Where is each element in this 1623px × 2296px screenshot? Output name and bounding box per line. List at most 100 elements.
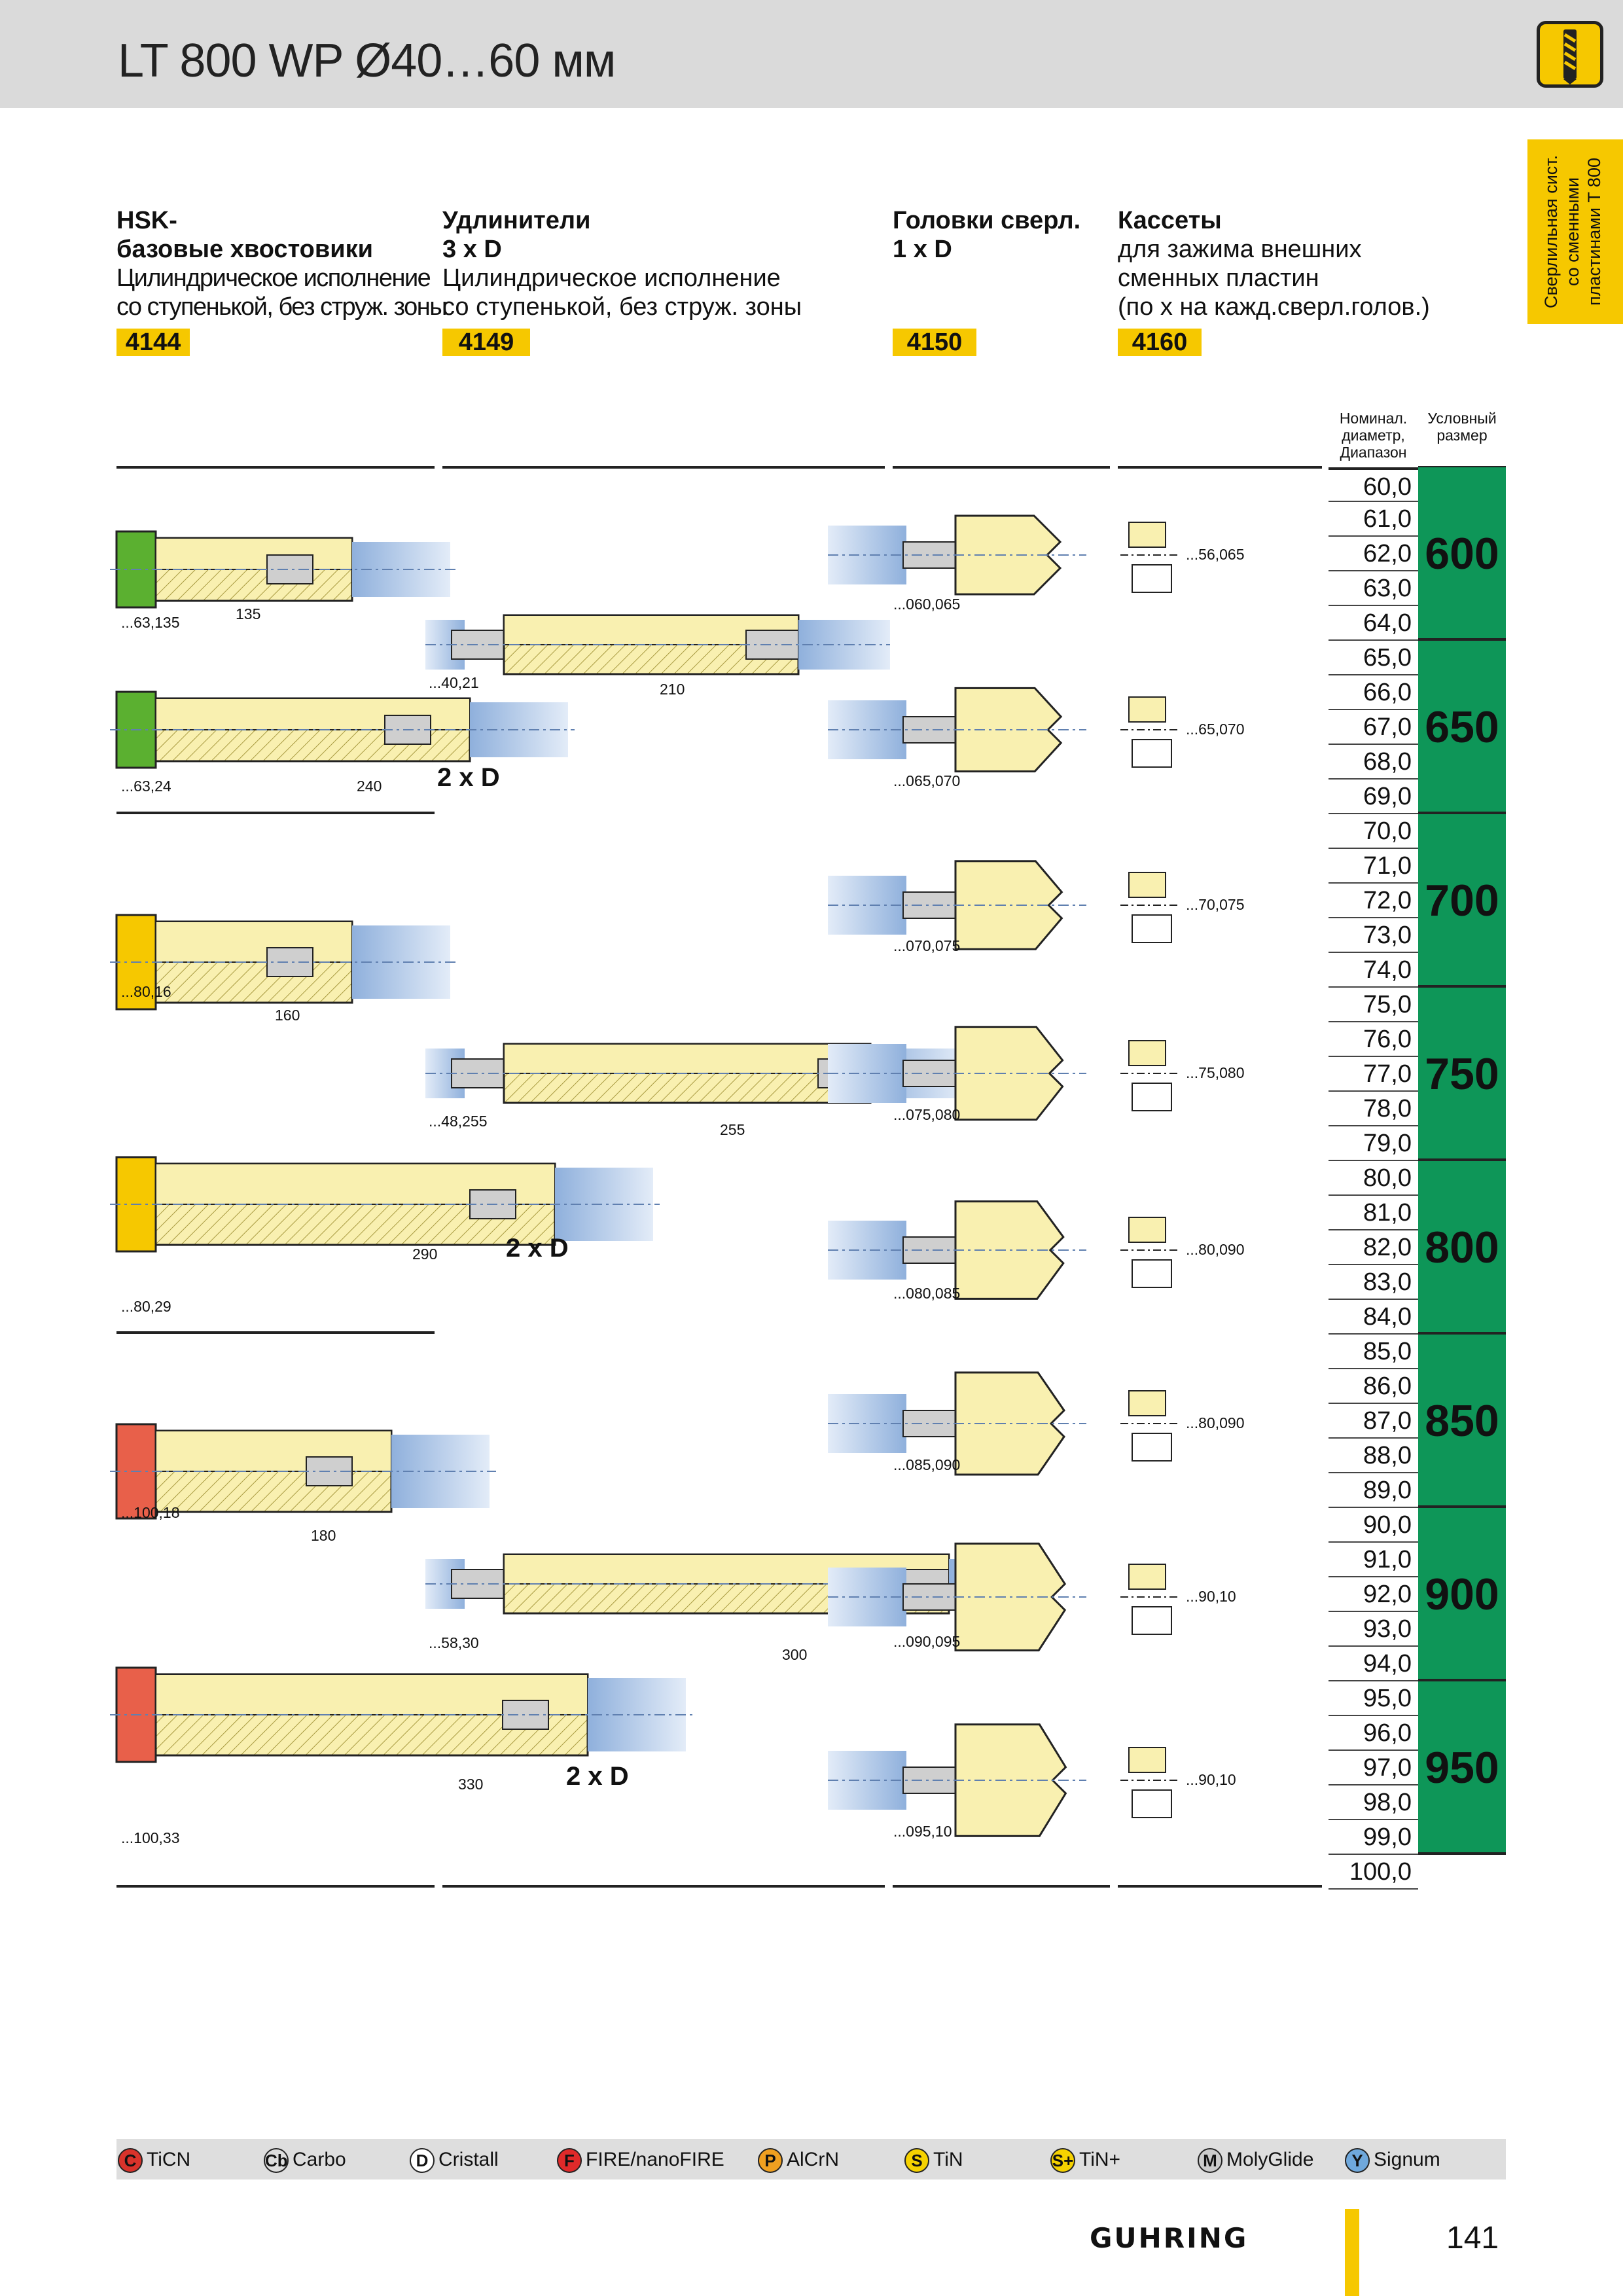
hsk-length-label: 180 xyxy=(311,1527,336,1544)
diameter-cell: 62,0 xyxy=(1329,537,1418,571)
diameter-cell: 82,0 xyxy=(1329,1230,1418,1265)
coating-badge-icon: S xyxy=(904,2148,929,2174)
legend-label: TiCN xyxy=(147,2149,191,2170)
cassette xyxy=(1120,1217,1178,1288)
cassette-code-label: ...56,065 xyxy=(1186,546,1245,563)
hsk-length-label: 330 xyxy=(458,1776,484,1793)
cass-code[interactable]: 4160 xyxy=(1118,329,1202,356)
cassette xyxy=(1120,872,1178,943)
cassette-code-label: ...70,075 xyxy=(1186,896,1245,913)
ext-title-1: Удлинители xyxy=(442,207,591,234)
brand-logo: GUHRING xyxy=(1090,2222,1249,2254)
ext-code[interactable]: 4149 xyxy=(442,329,530,356)
rule-top-ext xyxy=(442,466,885,469)
drill-head xyxy=(828,687,1086,773)
side-tab xyxy=(1527,139,1623,324)
hsk-length-label: 290 xyxy=(412,1246,438,1263)
size-cell: 800 xyxy=(1418,1161,1506,1335)
diameter-cell: 94,0 xyxy=(1329,1647,1418,1681)
footer-accent-bar xyxy=(1345,2209,1359,2296)
legend-item: S+TiN+ xyxy=(1050,2146,1120,2174)
hsk-code-label: ...100,33 xyxy=(121,1829,180,1846)
ext-title-2: 3 x D xyxy=(442,236,502,263)
legend-label: FIRE/nanoFIRE xyxy=(586,2149,724,2170)
hsk-sub-2: со ступенькой, без струж. зоны xyxy=(116,293,448,321)
rule-bottom-cass xyxy=(1118,1885,1322,1888)
drill-head xyxy=(828,1723,1086,1837)
diameter-cell: 91,0 xyxy=(1329,1543,1418,1577)
cass-title-1: Кассеты xyxy=(1118,207,1222,234)
diameter-cell: 71,0 xyxy=(1329,849,1418,884)
diameter-cell: 99,0 xyxy=(1329,1820,1418,1855)
diameter-cell: 67,0 xyxy=(1329,710,1418,745)
legend-label: TiN xyxy=(933,2149,963,2170)
rule-bottom-ext xyxy=(442,1885,885,1888)
extension-tool xyxy=(425,1043,962,1104)
diameter-cell: 63,0 xyxy=(1329,571,1418,606)
head-code-label: ...095,10 xyxy=(893,1823,952,1840)
cass-sub-1: для зажима внешних xyxy=(1118,236,1362,263)
cassette xyxy=(1120,522,1178,593)
diameter-cell: 83,0 xyxy=(1329,1265,1418,1300)
legend-label: Cristall xyxy=(438,2149,499,2170)
diameter-cell: 70,0 xyxy=(1329,814,1418,849)
head-code-label: ...090,095 xyxy=(893,1633,961,1650)
head-code-label: ...070,075 xyxy=(893,937,961,954)
diameter-cell: 65,0 xyxy=(1329,641,1418,675)
diameter-cell: 80,0 xyxy=(1329,1161,1418,1196)
head-code-label: ...065,070 xyxy=(893,772,961,789)
diameter-cell: 77,0 xyxy=(1329,1057,1418,1092)
drill-head xyxy=(828,1026,1086,1121)
hsk-code-label: ...63,135 xyxy=(121,614,180,631)
diameter-cell: 100,0 xyxy=(1329,1855,1418,1890)
head-title-2: 1 x D xyxy=(893,236,952,263)
diameter-cell: 75,0 xyxy=(1329,988,1418,1022)
diameter-cell: 76,0 xyxy=(1329,1022,1418,1057)
diameter-cell: 64,0 xyxy=(1329,606,1418,641)
head-code-label: ...075,080 xyxy=(893,1106,961,1123)
cassette xyxy=(1120,1564,1178,1635)
diameter-cell: 98,0 xyxy=(1329,1785,1418,1820)
side-tab-line-1: Сверлильная сист. xyxy=(1541,155,1561,308)
hsk-length-label: 240 xyxy=(357,778,382,795)
hsk-code[interactable]: 4144 xyxy=(116,329,190,356)
diameter-cell: 72,0 xyxy=(1329,884,1418,918)
hsk-shank xyxy=(110,914,457,1011)
cassette xyxy=(1120,696,1178,768)
coating-badge-icon: P xyxy=(758,2148,783,2174)
ext-sub-2: со ступенькой, без струж. зоны xyxy=(442,293,802,321)
extension-code-label: ...40,21 xyxy=(429,674,479,691)
head-code[interactable]: 4150 xyxy=(893,329,976,356)
diameter-cell: 85,0 xyxy=(1329,1335,1418,1369)
size-cell: 950 xyxy=(1418,1681,1506,1855)
cass-sub-3: (по x на кажд.сверл.голов.) xyxy=(1118,293,1430,321)
head-title-1: Головки сверл. xyxy=(893,207,1081,234)
drill-head xyxy=(828,1542,1086,1652)
coating-badge-icon: Y xyxy=(1345,2148,1370,2174)
extension-length-label: 300 xyxy=(782,1646,808,1663)
rule-top-head xyxy=(893,466,1110,469)
diameter-cell: 93,0 xyxy=(1329,1612,1418,1647)
column-cass-header: Кассеты для зажима внешних сменных пласт… xyxy=(1118,206,1430,321)
hsk-code-label: ...100,18 xyxy=(121,1504,180,1521)
cass-sub-2: сменных пластин xyxy=(1118,264,1319,292)
coating-badge-icon: Cb xyxy=(264,2148,289,2174)
cassette-code-label: ...75,080 xyxy=(1186,1064,1245,1081)
coating-badge-icon: D xyxy=(410,2148,435,2174)
diameter-cell: 78,0 xyxy=(1329,1092,1418,1126)
size-cell: 700 xyxy=(1418,814,1506,988)
coating-badge-icon: F xyxy=(557,2148,582,2174)
ext-sub-1: Цилиндрическое исполнение xyxy=(442,264,781,292)
column-head-header: Головки сверл. 1 x D xyxy=(893,206,1080,264)
legend-label: TiN+ xyxy=(1079,2149,1121,2170)
column-hsk-header: HSK- базовые хвостовики Цилиндрическое и… xyxy=(116,206,448,321)
cassette-code-label: ...80,090 xyxy=(1186,1414,1245,1431)
size-cell: 650 xyxy=(1418,641,1506,814)
